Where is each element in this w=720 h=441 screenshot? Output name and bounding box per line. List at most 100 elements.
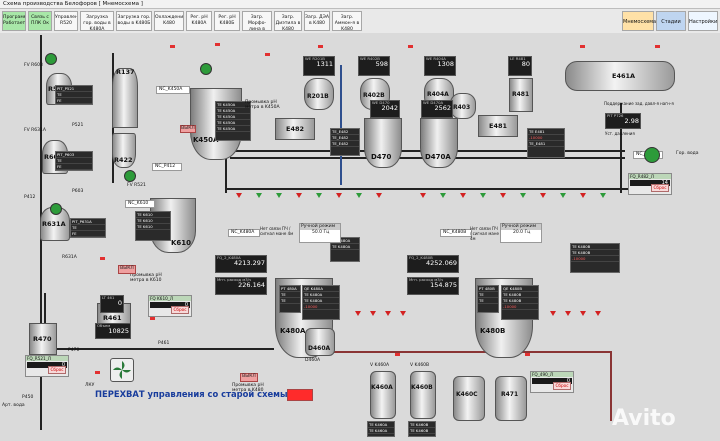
tab-settings[interactable]: Настройки bbox=[688, 11, 718, 31]
valve-icon[interactable] bbox=[500, 193, 506, 198]
vessel-r422[interactable]: R422 bbox=[112, 133, 136, 168]
valve-icon[interactable] bbox=[440, 193, 446, 198]
toolbar-button[interactable]: Рег. pH K480А bbox=[186, 11, 212, 31]
toolbar-button[interactable]: Управление R520 bbox=[54, 11, 78, 31]
caption-water: Арт. вода bbox=[2, 403, 25, 408]
valve-icon[interactable] bbox=[580, 193, 586, 198]
toolbar-button[interactable]: Загр. Аммон-я в K480 bbox=[332, 11, 362, 31]
reset-button[interactable]: Сброс bbox=[651, 184, 669, 192]
vessel-r201b[interactable]: R201B bbox=[304, 78, 334, 110]
pump-icon[interactable] bbox=[124, 170, 136, 182]
valve-icon[interactable] bbox=[550, 311, 556, 316]
toolbar-button[interactable]: Загрузка гор. воды в K480Б bbox=[116, 11, 152, 31]
pump-icon[interactable] bbox=[50, 203, 62, 215]
manual-mode-a[interactable]: Ручной режим 50.0 Гц bbox=[299, 223, 341, 243]
reset-button[interactable]: Сброс bbox=[553, 382, 571, 390]
toolbar-button[interactable]: Рег. pH K480Б bbox=[214, 11, 240, 31]
nc-k450a[interactable]: NC_K450A bbox=[156, 86, 190, 94]
valve-icon[interactable] bbox=[236, 193, 242, 198]
tag-p450: P450 bbox=[22, 395, 34, 400]
valve-icon[interactable] bbox=[540, 193, 546, 198]
vessel-k460a[interactable]: K460A bbox=[370, 371, 396, 419]
toolbar-button[interactable]: Загр. Морфо-лина в K480 bbox=[242, 11, 272, 31]
exchanger-e481[interactable]: E481 bbox=[478, 115, 518, 137]
vessel-d470a[interactable]: D470A bbox=[420, 118, 458, 168]
pump-icon[interactable] bbox=[45, 53, 57, 65]
valve-icon[interactable] bbox=[560, 193, 566, 198]
nc-message-b: Нет связи ПЧ / сигнал мане 4м bbox=[470, 226, 499, 241]
toolbar-button[interactable]: Загрузка гор. воды в K480А bbox=[80, 11, 114, 31]
tab-mnemo[interactable]: Мнемосхема bbox=[622, 11, 656, 31]
valve-icon[interactable] bbox=[355, 311, 361, 316]
nc-k480a[interactable]: NC_K480A bbox=[228, 229, 260, 237]
vessel-r481[interactable]: R481 bbox=[509, 78, 533, 112]
valve-icon[interactable] bbox=[480, 193, 486, 198]
vessel-d460a[interactable]: D460A bbox=[305, 328, 335, 356]
vessel-r470[interactable]: R470 bbox=[29, 323, 57, 355]
reset-button[interactable]: Сброс bbox=[171, 306, 189, 314]
exchanger-e482[interactable]: E482 bbox=[275, 118, 315, 140]
vessel-k460b[interactable]: K460B bbox=[410, 371, 436, 419]
valve-icon[interactable] bbox=[520, 193, 526, 198]
off-button-k610[interactable]: ВЫКЛ bbox=[118, 265, 136, 274]
valve-icon[interactable] bbox=[400, 311, 406, 316]
reset-button[interactable]: Сброс bbox=[48, 366, 66, 374]
toolbar-button[interactable]: Программа Работает bbox=[2, 11, 26, 31]
valve-icon[interactable] bbox=[376, 193, 382, 198]
vessel-k460c[interactable]: K460C bbox=[453, 376, 485, 421]
valve-icon[interactable] bbox=[565, 311, 571, 316]
valve-icon[interactable] bbox=[256, 193, 262, 198]
tab-stages[interactable]: Стадии bbox=[656, 11, 686, 31]
valve-icon[interactable] bbox=[370, 311, 376, 316]
pump-icon[interactable] bbox=[644, 147, 660, 163]
valve-icon[interactable] bbox=[600, 193, 606, 198]
nc-p412[interactable]: NC_P412 bbox=[152, 163, 182, 171]
valve-icon[interactable] bbox=[316, 193, 322, 198]
toolbar-button[interactable]: Охлаждение K480 bbox=[154, 11, 184, 31]
nc-k610[interactable]: NC_K610 bbox=[125, 200, 155, 208]
vessel-e461a[interactable]: E461A bbox=[565, 61, 675, 91]
valve-icon[interactable] bbox=[460, 193, 466, 198]
valve-icon[interactable] bbox=[296, 193, 302, 198]
valve-icon[interactable] bbox=[276, 193, 282, 198]
valve-icon[interactable] bbox=[356, 193, 362, 198]
vessel-d470[interactable]: D470 bbox=[364, 118, 402, 168]
caption-ph-k480: Промывка pH метра в K480 bbox=[232, 383, 264, 393]
vessel-r137[interactable]: R137 bbox=[112, 68, 138, 128]
off-button-k450[interactable]: ВЫКЛ bbox=[180, 125, 196, 133]
fan-icon[interactable] bbox=[110, 358, 134, 382]
vessel-r471[interactable]: R471 bbox=[495, 376, 527, 421]
manual-mode-b[interactable]: Ручной режим 20.0 Гц bbox=[500, 223, 542, 243]
valve-icon[interactable] bbox=[420, 193, 426, 198]
valve-icon[interactable] bbox=[385, 311, 391, 316]
nc-k480b[interactable]: NC_K480B bbox=[440, 229, 472, 237]
takeover-toggle[interactable] bbox=[287, 389, 313, 401]
pump-icon[interactable] bbox=[200, 63, 212, 75]
vessel-r403[interactable]: R403 bbox=[450, 93, 476, 119]
valve-icon[interactable] bbox=[336, 193, 342, 198]
toolbar-button[interactable]: Загр. Диэтила в K480 bbox=[274, 11, 302, 31]
toolbar-button[interactable]: Связь с ПЛК Ок bbox=[28, 11, 52, 31]
valve-icon[interactable] bbox=[580, 311, 586, 316]
valve-icon[interactable] bbox=[595, 311, 601, 316]
nc-message-a: Нет связи ПЧ / сигнал мане 4м bbox=[260, 226, 294, 236]
off-button-k480[interactable]: ВЫКЛ bbox=[240, 373, 258, 382]
toolbar-button[interactable]: Загр. ДЭА в K480 bbox=[304, 11, 330, 31]
